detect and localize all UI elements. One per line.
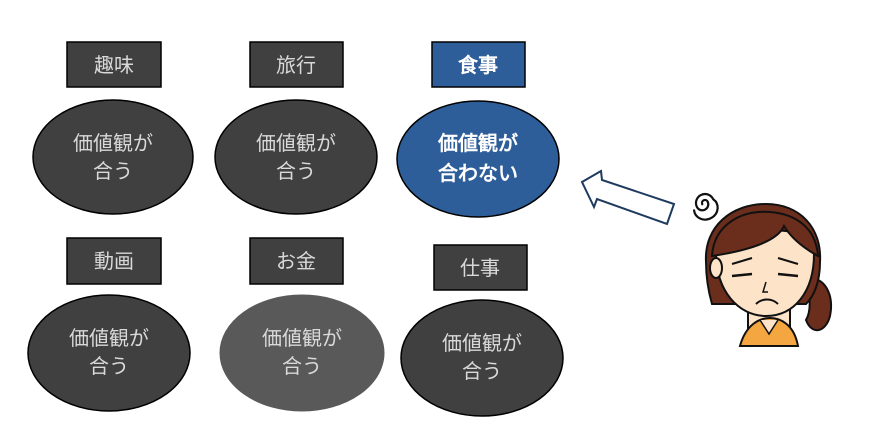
oval-video-line1: 価値観が <box>69 326 149 350</box>
oval-hobby: 価値観が 合う <box>32 99 194 215</box>
label-meal-text: 食事 <box>458 53 498 77</box>
label-money-text: お金 <box>276 249 316 273</box>
oval-money-line2: 合う <box>282 354 322 378</box>
oval-video-line2: 合う <box>89 354 129 378</box>
label-work-text: 仕事 <box>460 256 500 280</box>
label-travel: 旅行 <box>249 41 344 88</box>
label-travel-text: 旅行 <box>276 53 316 77</box>
label-meal: 食事 <box>431 41 526 88</box>
oval-work-line2: 合う <box>462 359 502 383</box>
oval-meal-line2: 合わない <box>438 161 518 185</box>
oval-travel-line1: 価値観が <box>256 131 336 155</box>
oval-work-line1: 価値観が <box>442 331 522 355</box>
label-money: お金 <box>249 237 344 285</box>
label-hobby-text: 趣味 <box>94 53 134 77</box>
hollow-arrow-left-icon <box>580 169 676 226</box>
oval-meal: 価値観が 合わない <box>396 100 560 218</box>
oval-work: 価値観が 合う <box>400 299 564 417</box>
oval-meal-line1: 価値観が <box>437 131 518 155</box>
oval-travel-line2: 合う <box>276 159 316 183</box>
label-video: 動画 <box>66 237 162 285</box>
confusion-swirl-icon <box>692 192 719 221</box>
oval-money-line1: 価値観が <box>262 326 342 350</box>
oval-travel: 価値観が 合う <box>214 99 378 215</box>
oval-video: 価値観が 合う <box>27 294 191 412</box>
oval-hobby-line2: 合う <box>93 159 133 183</box>
oval-hobby-line1: 価値観が <box>73 131 153 155</box>
label-video-text: 動画 <box>94 249 134 273</box>
label-hobby: 趣味 <box>66 41 162 88</box>
oval-money: 価値観が 合う <box>219 294 385 412</box>
frowning-woman-icon <box>704 202 832 347</box>
label-work: 仕事 <box>433 244 528 291</box>
